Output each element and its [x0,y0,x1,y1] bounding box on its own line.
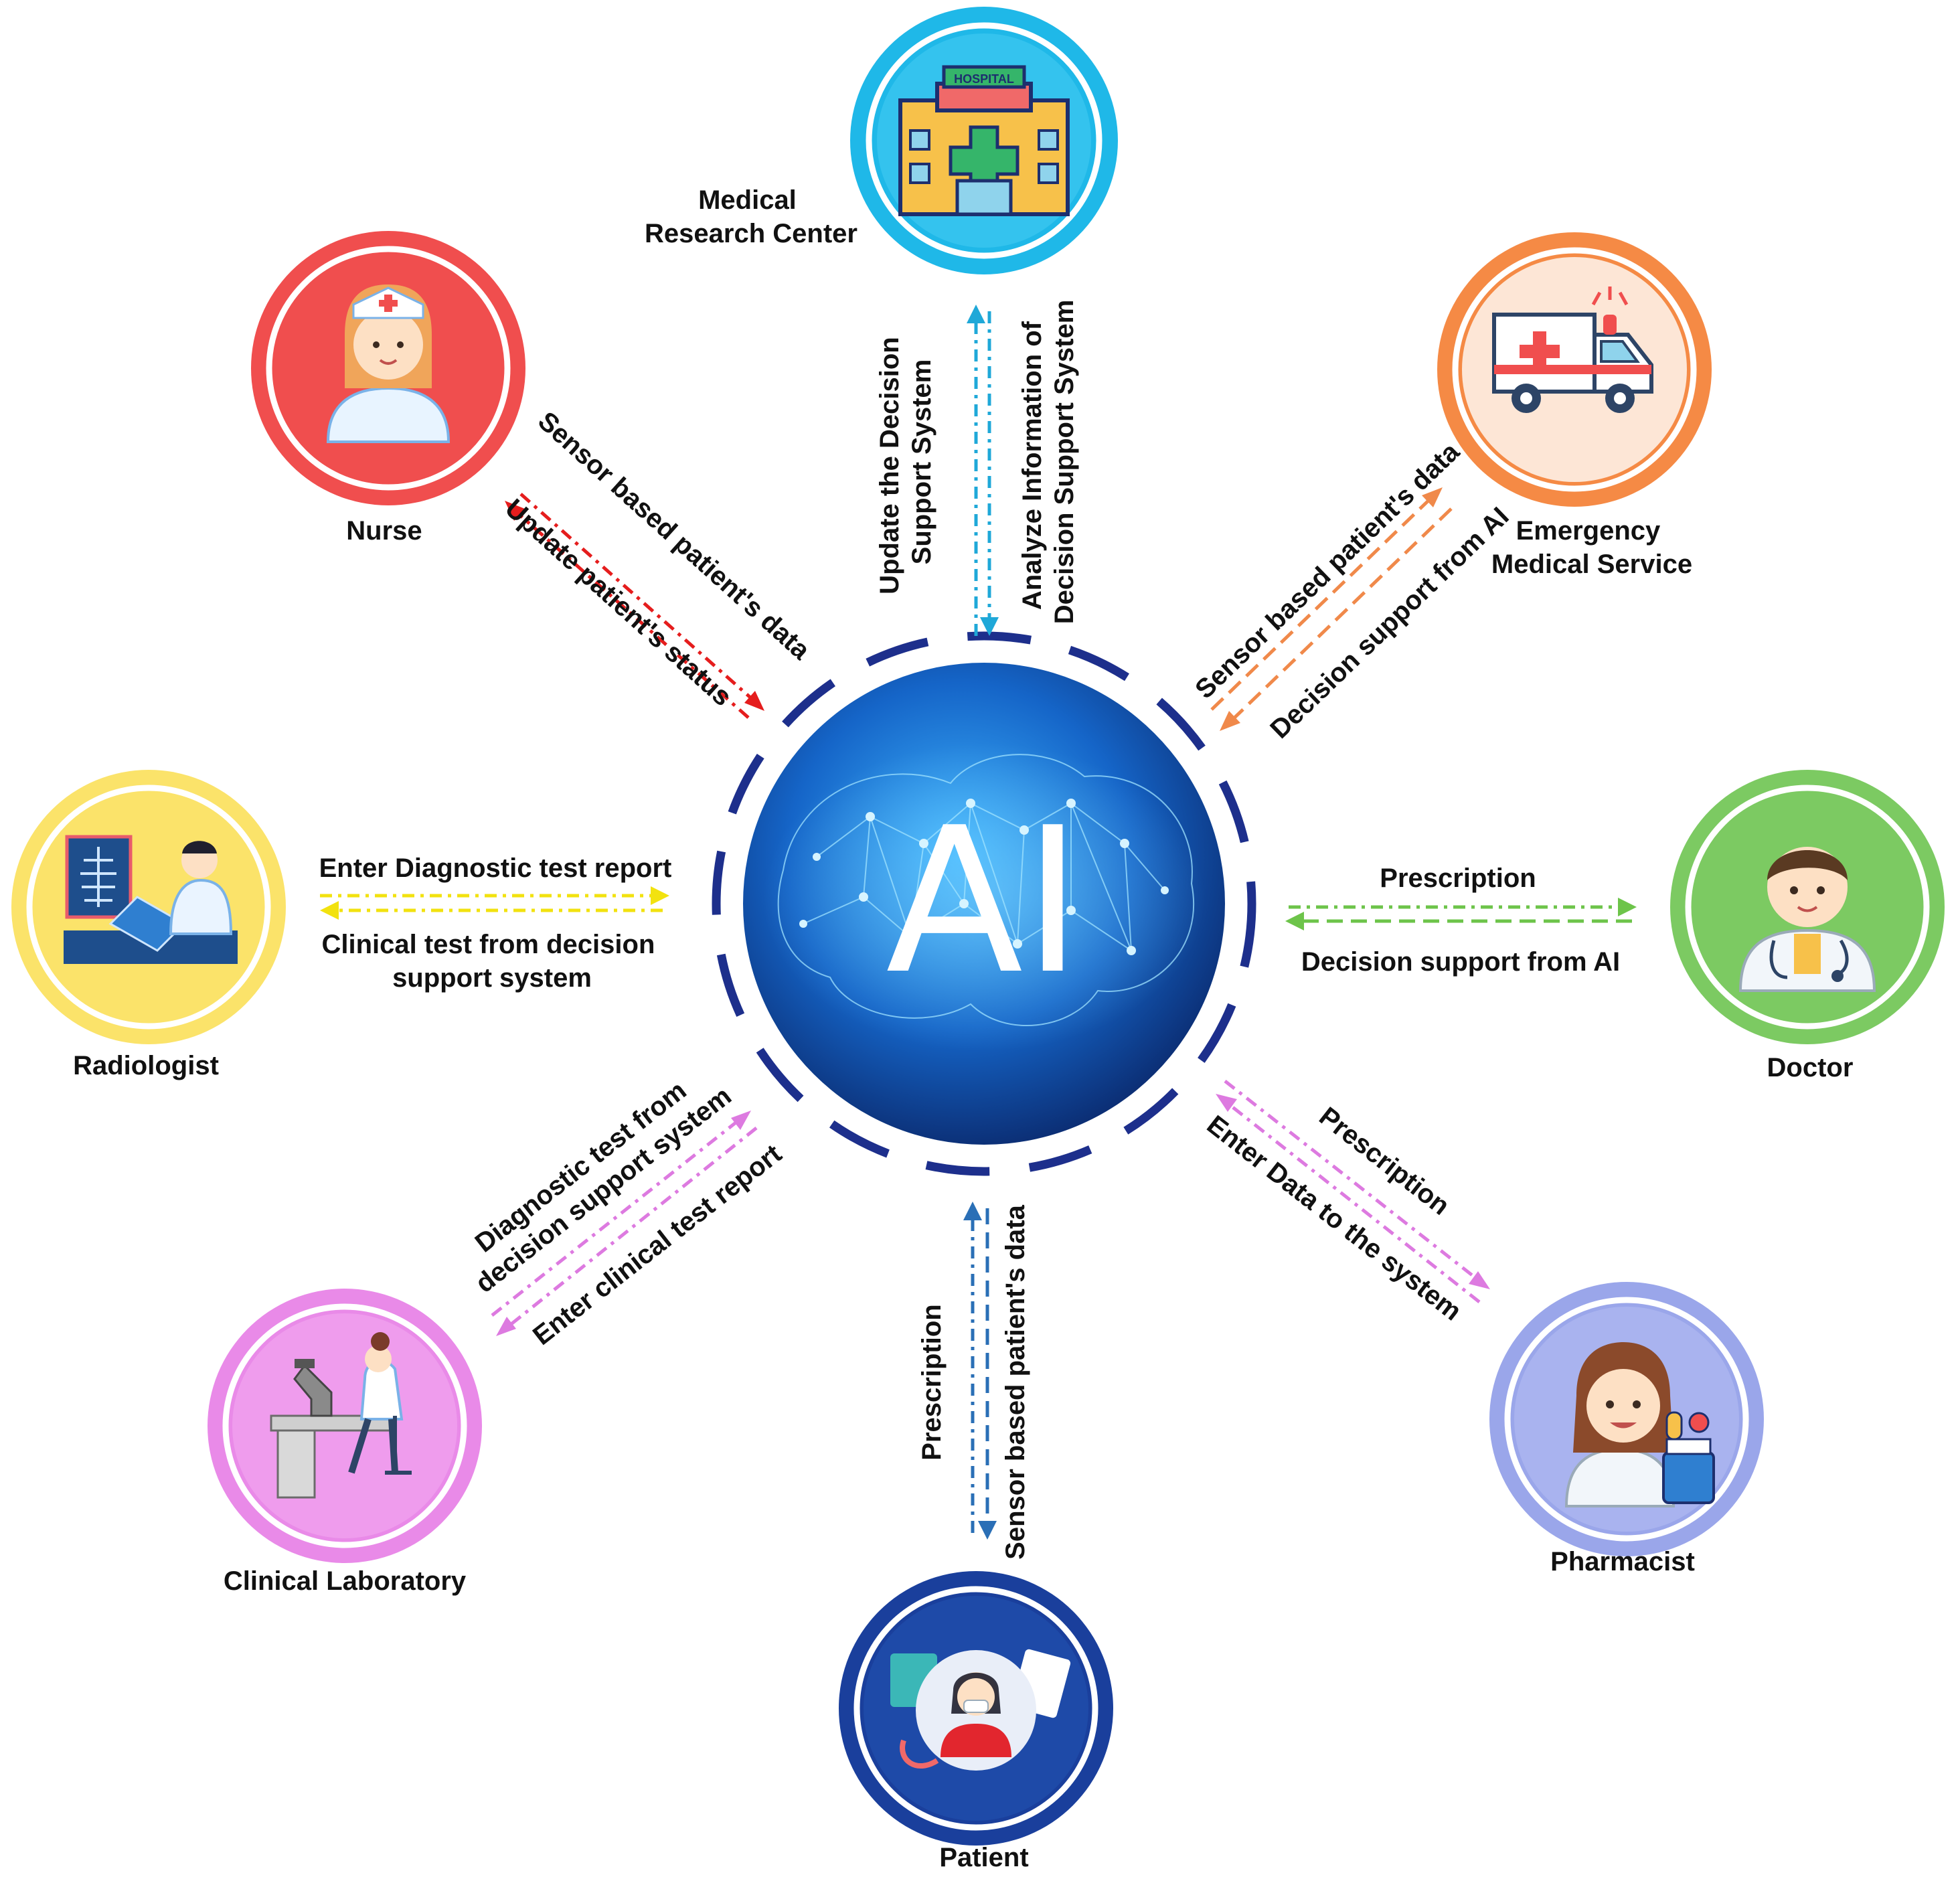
edge-pharmacist [1216,1080,1490,1303]
node-doctor: Doctor [1670,770,1945,1082]
node-patient-label: Patient [939,1843,1028,1872]
edge-radiologist-label-2: Clinical test from decision support syst… [321,930,662,993]
edge-patient-label-2: Sensor based patient's data [1001,1204,1030,1559]
edge-doctor-label-1: Prescription [1380,864,1536,893]
ai-dashed-ring [712,631,1256,1176]
edge-radiologist [320,886,669,920]
node-radiologist: Radiologist [11,770,286,1080]
node-research-label: Medical Research Center [645,185,858,248]
node-nurse: Nurse [251,231,525,546]
hospital-icon [898,65,1070,216]
network-dots [799,799,1169,955]
node-pharmacist: Pharmacist [1489,1282,1764,1576]
edge-doctor-label-2: Decision support from AI [1301,947,1620,977]
edge-nurse [505,493,764,719]
microscope-icon [270,1332,412,1499]
node-doctor-label: Doctor [1767,1053,1854,1082]
ai-hub: AI [712,631,1256,1176]
edge-nurse-label-1: Sensor based patient's data [532,406,816,666]
node-ems: Emergency Medical Service [1437,232,1712,579]
node-radiologist-label: Radiologist [73,1051,219,1080]
ai-label: AI [886,785,1082,1018]
hospital-sign: HOSPITAL [954,72,1014,86]
brain-glow [763,743,1205,1051]
ambulance-icon [1492,287,1653,413]
edge-lab [491,1111,758,1336]
edge-ems [1210,487,1453,731]
pharmacist-icon [1564,1342,1715,1507]
edge-research-label-2: Analyze Information of Decision Support … [1017,300,1079,625]
node-lab: Clinical Laboratory [208,1289,482,1596]
node-nurse-label: Nurse [346,516,422,546]
edge-nurse-label-2: Update patient's status [499,493,737,712]
neural-network-icon [777,754,1195,1027]
edge-lab-label-1: Diagnostic test from decision support sy… [451,1056,737,1299]
node-patient: Patient [839,1571,1113,1872]
patient-icon [890,1649,1071,1771]
node-research: HOSPITAL Medical Research Center [645,7,1118,274]
edge-radiologist-label-1: Enter Diagnostic test report [319,853,672,883]
edge-research [967,305,999,636]
nurse-icon [326,284,451,443]
edge-patient [963,1202,997,1540]
node-lab-label: Clinical Laboratory [224,1566,467,1596]
edge-doctor [1285,898,1637,930]
radiologist-icon [64,835,238,964]
edge-research-label-1: Update the Decision Support System [875,329,936,594]
doctor-icon [1738,847,1876,992]
edge-pharmacist-label-2: Enter Data to the system [1202,1110,1467,1326]
node-ems-label: Emergency Medical Service [1491,516,1692,579]
node-pharmacist-label: Pharmacist [1550,1547,1695,1576]
edge-patient-label-1: Prescription [917,1304,947,1460]
